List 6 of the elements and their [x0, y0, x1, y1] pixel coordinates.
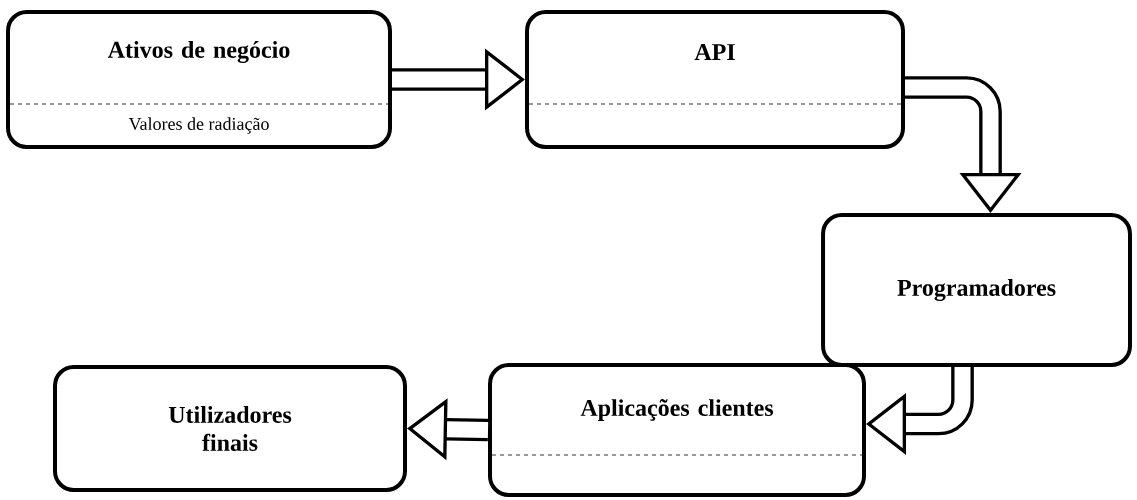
box-heading: Ativos de negócio [107, 41, 290, 63]
box-heading: Aplicações clientes [580, 399, 774, 421]
box-heading: API [694, 44, 735, 60]
box-heading: Utilizadores finais [168, 406, 292, 451]
box-heading: Programadores [897, 279, 1056, 301]
box-subtitle: Valores de radiação [128, 117, 269, 134]
